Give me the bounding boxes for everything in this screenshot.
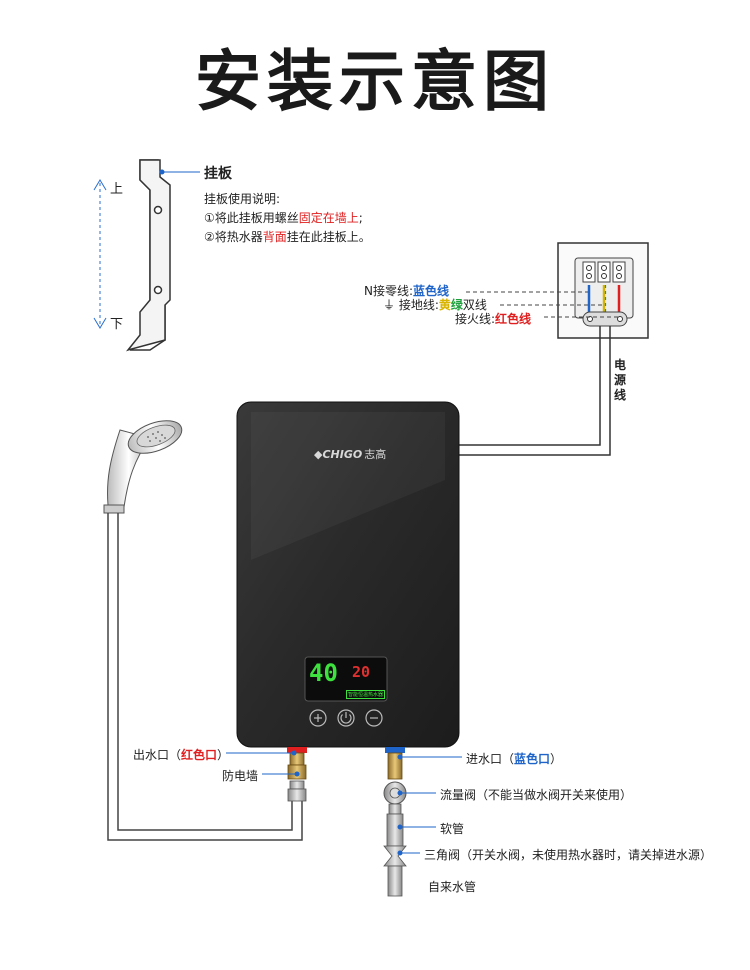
- bracket-usage-title: 挂板使用说明:: [204, 192, 281, 206]
- tee-valve-label: 三角阀（开关水阀，未使用热水器时，请关掉进水源）: [424, 848, 713, 862]
- mounting-bracket: [125, 159, 171, 352]
- label-down: 下: [110, 317, 124, 332]
- live-wire-label: 接火线:红色线: [455, 312, 532, 326]
- water-heater: [236, 401, 460, 748]
- neutral-wire-label: N接零线:蓝色线: [364, 284, 450, 298]
- wire-leaders: [466, 291, 618, 318]
- inlet-label: 进水口（蓝色口）: [466, 752, 563, 766]
- display-set-temperature: 20: [352, 663, 371, 681]
- outlet-label: 出水口（红色口）: [133, 748, 230, 762]
- page-title: 安装示意图: [195, 43, 555, 120]
- shower-head: [103, 420, 183, 514]
- flow-valve-label: 流量阀（不能当做水阀开关来使用）: [440, 788, 633, 802]
- power-cable-label: 电源线: [614, 358, 627, 402]
- ground-icon: ⏚: [383, 298, 396, 312]
- display-tag: 智能恒温热水器: [346, 690, 386, 699]
- pipe-leaders: [226, 750, 462, 856]
- bracket-callout: [159, 169, 200, 175]
- hose-label: 软管: [440, 822, 465, 836]
- inlet-fittings: [383, 747, 407, 897]
- anti-shock-wall-label: 防电墙: [222, 769, 259, 783]
- label-up: 上: [110, 182, 124, 197]
- bracket-usage-line1: ①将此挂板用螺丝固定在墙上;: [204, 211, 363, 225]
- ground-wire-label: ⏚ 接地线:黄绿双线: [383, 298, 487, 312]
- power-cable: [458, 326, 611, 456]
- heater-buttons: [309, 709, 383, 727]
- height-arrow: [93, 179, 107, 329]
- display-temperature: 40: [309, 659, 338, 687]
- shower-hose: [107, 513, 303, 841]
- bracket-name: 挂板: [204, 166, 232, 182]
- junction-box: [557, 242, 649, 339]
- tap-water-label: 自来水管: [428, 880, 477, 894]
- brand-mark-icon: ◆: [314, 448, 323, 461]
- bracket-usage-line2: ②将热水器背面挂在此挂板上。: [204, 230, 371, 244]
